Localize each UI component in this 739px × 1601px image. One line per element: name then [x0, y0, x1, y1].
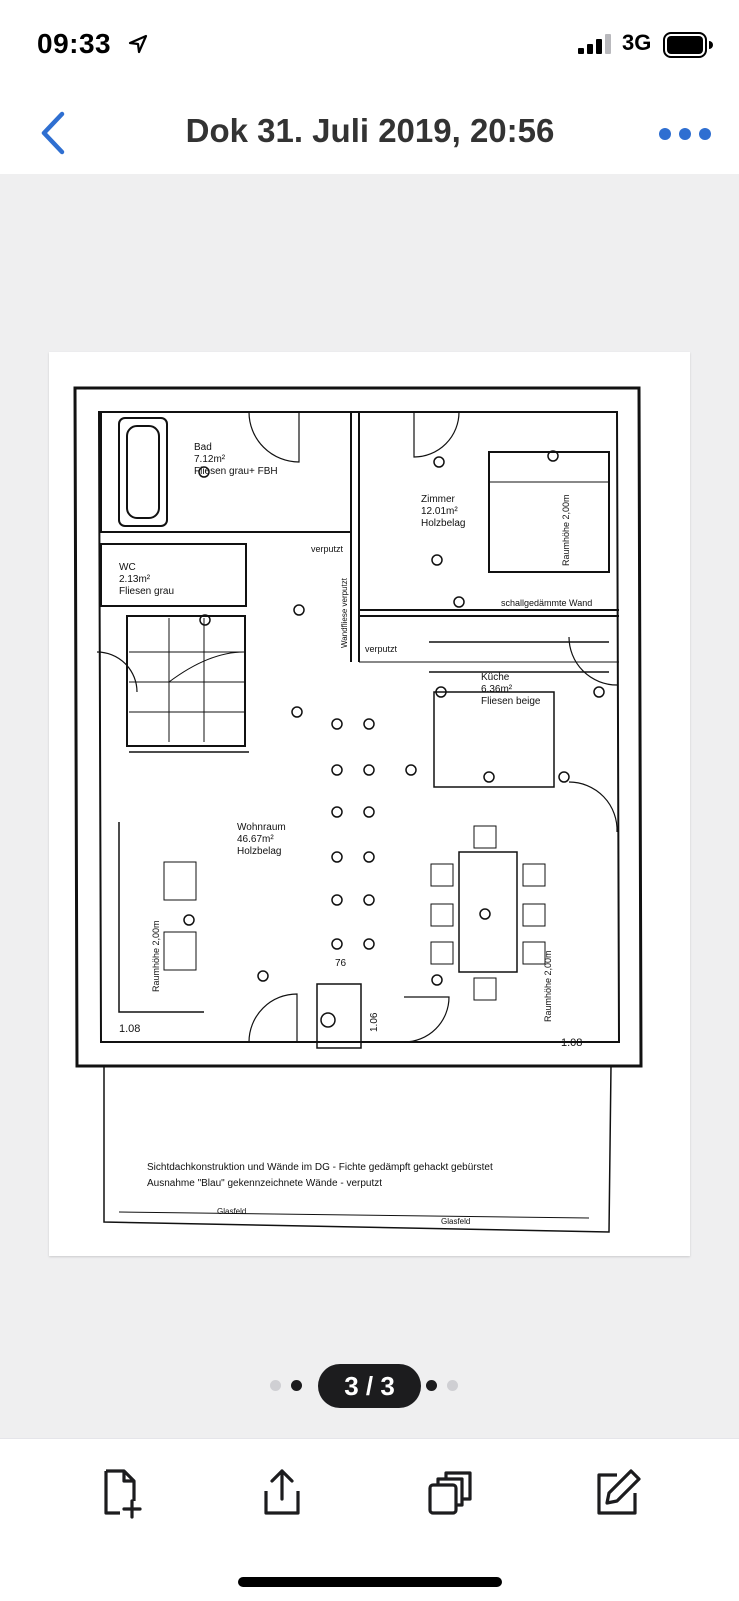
- signal-strength-icon: [578, 34, 611, 54]
- room-area-zimmer: 12.01m²: [421, 506, 458, 517]
- room-floor-zimmer: Holzbelag: [421, 518, 465, 529]
- bottom-toolbar: [0, 1438, 739, 1601]
- label-schallgedaemmte-wand: schallgedämmte Wand: [501, 598, 592, 608]
- page-dot-2[interactable]: [291, 1380, 302, 1391]
- room-label-zimmer: Zimmer: [421, 494, 456, 505]
- duplicate-pages-icon[interactable]: [420, 1463, 480, 1523]
- document-title: Dok 31. Juli 2019, 20:56: [185, 112, 555, 149]
- dimension-fireplace-depth: 1.06: [369, 1012, 380, 1032]
- edit-icon[interactable]: [587, 1463, 647, 1523]
- label-verputzt-1: verputzt: [311, 544, 344, 554]
- glasfeld-left: Glasfeld: [217, 1207, 246, 1216]
- page-dot-1[interactable]: [270, 1380, 281, 1391]
- room-area-bad: 7.12m²: [194, 454, 226, 465]
- battery-icon: [663, 32, 713, 58]
- room-label-wohnraum: Wohnraum: [237, 822, 286, 833]
- page-dot-4[interactable]: [426, 1380, 437, 1391]
- room-area-wohnraum: 46.67m²: [237, 834, 274, 845]
- room-floor-wc: Fliesen grau: [119, 586, 174, 597]
- network-type: 3G: [622, 30, 652, 55]
- floor-plan-drawing: Bad 7.12m² Fliesen grau+ FBH WC 2.13m² F…: [73, 386, 643, 1233]
- dimension-east: 1.08: [561, 1037, 582, 1049]
- page-counter: 3 / 3: [318, 1364, 421, 1408]
- status-bar: 09:33 3G: [0, 0, 739, 92]
- room-label-bad: Bad: [194, 442, 212, 453]
- scanned-floor-plan-page[interactable]: Bad 7.12m² Fliesen grau+ FBH WC 2.13m² F…: [49, 352, 690, 1256]
- room-floor-wohnraum: Holzbelag: [237, 846, 281, 857]
- room-area-kueche: 6.36m²: [481, 684, 513, 695]
- share-icon[interactable]: [252, 1463, 312, 1523]
- room-floor-bad: Fliesen grau+ FBH: [194, 466, 278, 477]
- label-raumhoehe-wohnraum: Raumhöhe 2,00m: [543, 950, 553, 1022]
- back-chevron-icon[interactable]: [30, 108, 80, 158]
- status-time: 09:33: [37, 28, 112, 59]
- plan-note-construction: Sichtdachkonstruktion und Wände im DG - …: [147, 1162, 493, 1173]
- location-arrow-icon: [128, 34, 148, 54]
- glasfeld-right: Glasfeld: [441, 1217, 470, 1226]
- navigation-bar: Dok 31. Juli 2019, 20:56: [0, 92, 739, 174]
- room-floor-kueche: Fliesen beige: [481, 696, 541, 707]
- home-indicator: [238, 1577, 502, 1587]
- room-label-wc: WC: [119, 562, 136, 573]
- dimension-west: 1.08: [119, 1023, 140, 1035]
- page-dot-5[interactable]: [447, 1380, 458, 1391]
- more-options-icon[interactable]: [655, 114, 715, 154]
- room-label-kueche: Küche: [481, 672, 510, 683]
- label-raumhoehe-zimmer: Raumhöhe 2,00m: [561, 494, 571, 566]
- plan-note-exception: Ausnahme "Blau" gekennzeichnete Wände - …: [147, 1178, 382, 1189]
- page-indicator: 3 / 3: [0, 1364, 739, 1408]
- label-verputzt-2: verputzt: [365, 644, 398, 654]
- dimension-fireplace-width: 76: [335, 958, 347, 969]
- add-page-icon[interactable]: [90, 1463, 150, 1523]
- document-viewer[interactable]: Bad 7.12m² Fliesen grau+ FBH WC 2.13m² F…: [0, 174, 739, 1438]
- label-wandfliese: Wandfliese verputzt: [340, 577, 349, 648]
- room-area-wc: 2.13m²: [119, 574, 151, 585]
- label-raumhoehe-west: Raumhöhe 2,00m: [151, 920, 161, 992]
